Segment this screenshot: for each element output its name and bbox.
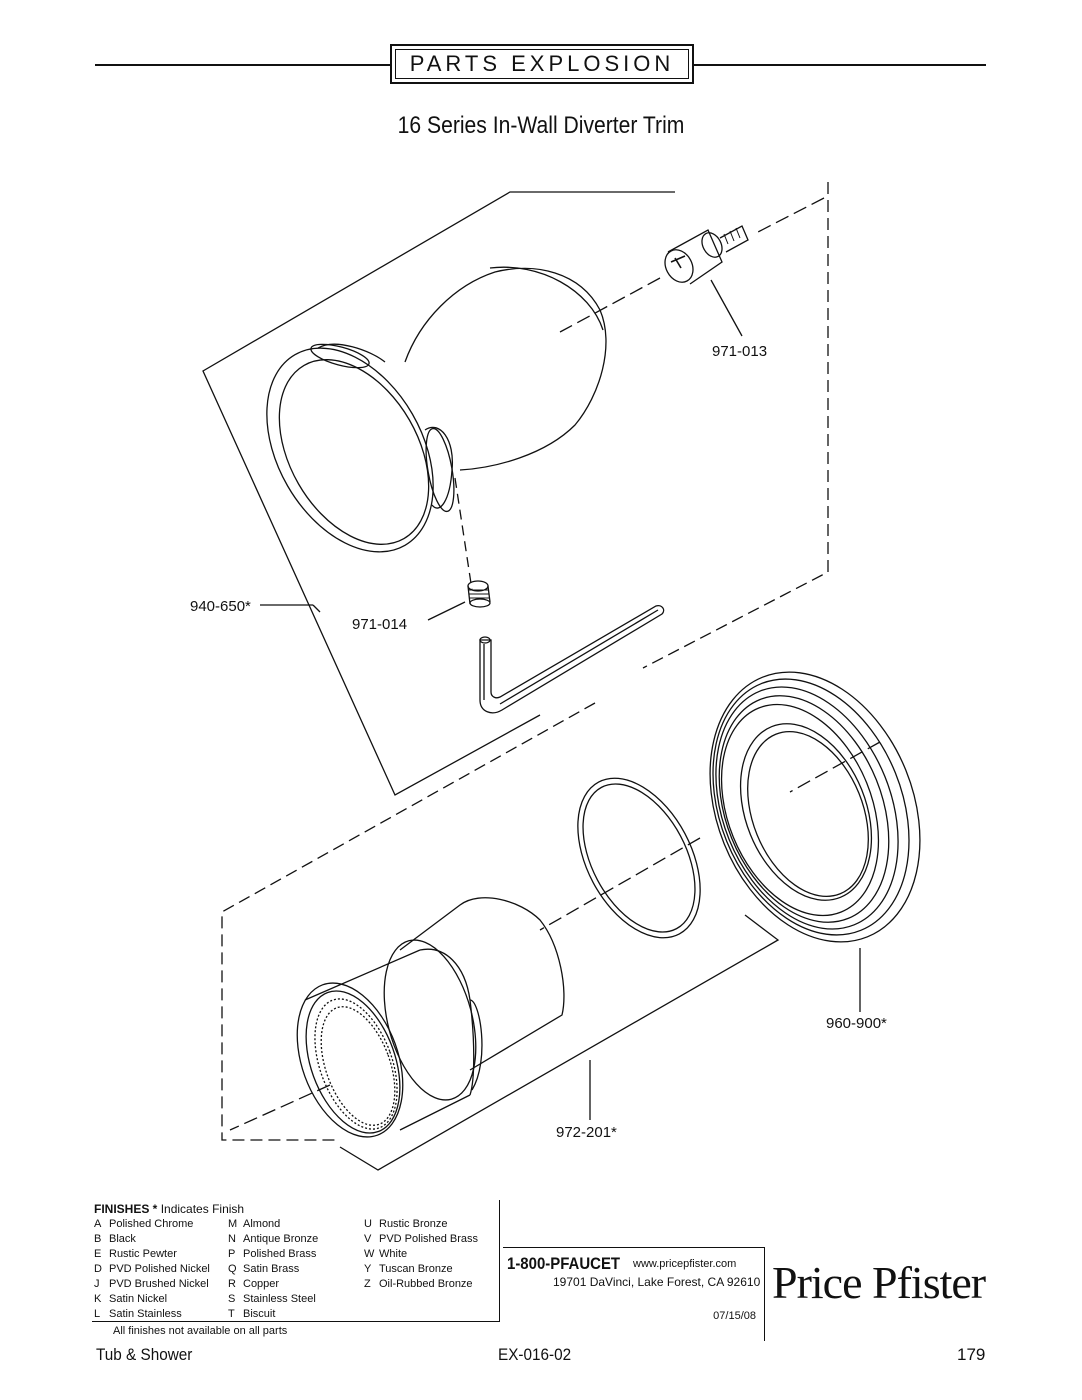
- parts-diagram: [202, 182, 921, 1171]
- phone-number: 1-800-PFAUCET: [507, 1254, 621, 1273]
- header-rule-left: [95, 64, 390, 66]
- callout-940-650: 940-650*: [190, 598, 251, 615]
- escutcheon-960-900: [709, 671, 921, 943]
- banner-title: PARTS EXPLOSION: [395, 49, 689, 79]
- set-screw-971-014: [467, 580, 491, 608]
- callout-971-014: 971-014: [352, 616, 408, 633]
- header-rule-right: [694, 64, 986, 66]
- footer-doc-code: EX-016-02: [498, 1345, 572, 1364]
- finishes-note: All finishes not available on all parts: [113, 1325, 288, 1337]
- callout-972-201: 972-201*: [556, 1124, 617, 1141]
- footer-category: Tub & Shower: [96, 1345, 193, 1364]
- contact-box: 1-800-PFAUCET www.pricepfister.com 19701…: [503, 1247, 765, 1341]
- handle-group-boundary: [202, 182, 829, 796]
- website-link[interactable]: www.pricepfister.com: [633, 1258, 737, 1270]
- brand-logo: Price Pfister: [772, 1257, 986, 1308]
- trim-group-boundary: [221, 702, 780, 1171]
- footer-page-number: 179: [957, 1345, 986, 1364]
- allen-wrench: [479, 604, 665, 714]
- banner-frame: [390, 44, 694, 84]
- callout-960-900: 960-900*: [826, 1015, 887, 1032]
- company-address: 19701 DaVinci, Lake Forest, CA 92610: [553, 1275, 761, 1289]
- screw-971-013: [664, 225, 749, 285]
- callout-971-013: 971-013: [712, 343, 768, 360]
- o-ring: [577, 777, 701, 939]
- sleeve-972-201: [296, 897, 565, 1138]
- revision-date: 07/15/08: [713, 1310, 756, 1322]
- handle-940-650: [266, 266, 607, 553]
- page-title: 16 Series In-Wall Diverter Trim: [397, 112, 685, 139]
- finishes-heading: FINISHES * Indicates Finish: [94, 1202, 245, 1216]
